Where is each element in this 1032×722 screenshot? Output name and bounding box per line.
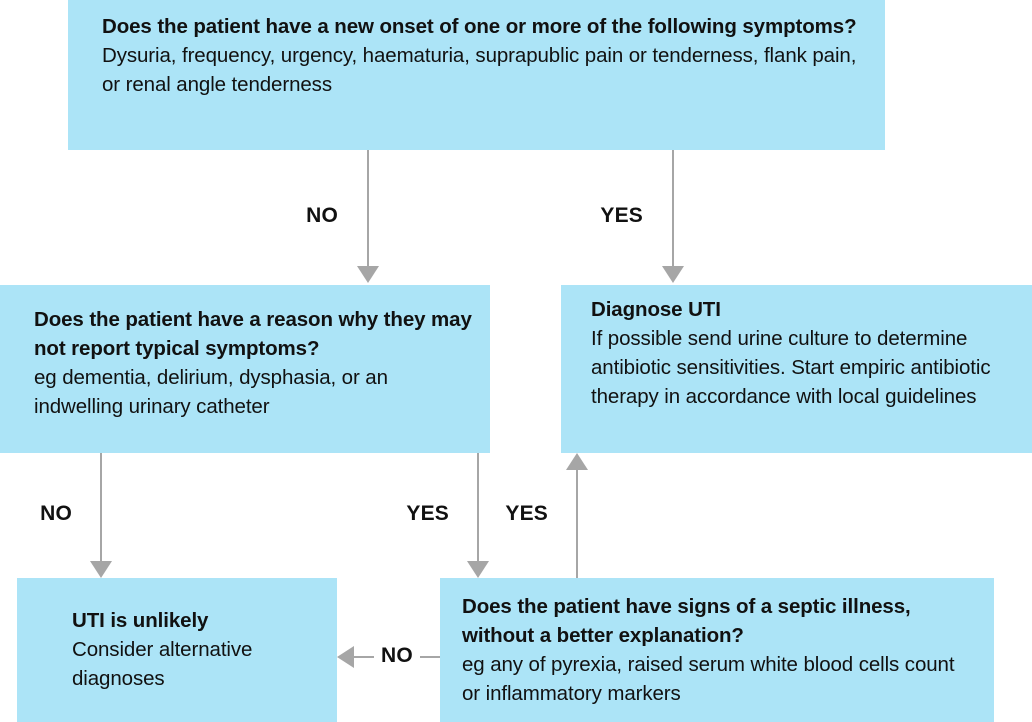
connector-reason-yes-arrowhead <box>467 561 489 578</box>
edge-label-septic-no: NO <box>374 644 420 668</box>
connector-symptoms-no-line <box>367 150 369 268</box>
node-symptoms-title: Does the patient have a new onset of one… <box>102 15 857 38</box>
edge-label-septic-yes: YES <box>498 502 555 526</box>
node-symptoms: Does the patient have a new onset of one… <box>68 0 885 150</box>
connector-reason-yes-line <box>477 453 479 563</box>
node-diagnose-uti: Diagnose UTI If possible send urine cult… <box>561 285 1032 453</box>
node-reason-atypical: Does the patient have a reason why they … <box>0 285 490 453</box>
connector-reason-no-line <box>100 453 102 563</box>
node-diagnose-body: If possible send urine culture to determ… <box>591 327 991 408</box>
node-diagnose-title: Diagnose UTI <box>591 298 721 321</box>
connector-reason-no-arrowhead <box>90 561 112 578</box>
edge-label-symptoms-no: NO <box>299 204 345 228</box>
node-reason-body: eg dementia, delirium, dysphasia, or an … <box>34 366 388 418</box>
node-reason-title: Does the patient have a reason why they … <box>34 308 472 360</box>
node-symptoms-body: Dysuria, frequency, urgency, haematuria,… <box>102 44 857 96</box>
node-unlikely-body: Consider alternative diagnoses <box>72 638 253 690</box>
connector-septic-yes-arrowhead <box>566 453 588 470</box>
edge-label-reason-no: NO <box>33 502 79 526</box>
edge-label-reason-yes: YES <box>399 502 456 526</box>
connector-septic-no-arrowhead <box>337 646 354 668</box>
node-septic-illness: Does the patient have signs of a septic … <box>440 578 994 722</box>
node-unlikely-title: UTI is unlikely <box>72 609 209 632</box>
connector-symptoms-yes-line <box>672 150 674 268</box>
connector-symptoms-yes-arrowhead <box>662 266 684 283</box>
connector-septic-yes-line <box>576 470 578 578</box>
node-septic-body: eg any of pyrexia, raised serum white bl… <box>462 653 955 705</box>
node-septic-title: Does the patient have signs of a septic … <box>462 595 911 647</box>
node-uti-unlikely: UTI is unlikely Consider alternative dia… <box>17 578 337 722</box>
connector-symptoms-no-arrowhead <box>357 266 379 283</box>
edge-label-symptoms-yes: YES <box>593 204 650 228</box>
